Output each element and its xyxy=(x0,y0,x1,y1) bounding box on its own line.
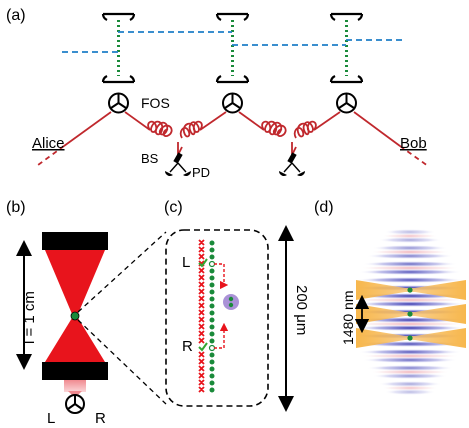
fos-icon xyxy=(336,92,357,114)
beam-splitter xyxy=(173,152,183,164)
fos-icon xyxy=(222,92,243,114)
length-label: l = 1 cm xyxy=(21,291,38,344)
transport-arrows xyxy=(214,263,239,349)
fiber-network xyxy=(37,111,429,167)
empty-site-crosses xyxy=(198,239,205,393)
cavity-side-view xyxy=(42,232,108,414)
fiber-to-bob-dashed xyxy=(399,145,429,167)
cavity-mirror-bottom xyxy=(215,75,250,84)
detector-path xyxy=(283,162,293,173)
panel-label-a: (a) xyxy=(6,7,26,24)
atom-column-occupied xyxy=(208,240,216,393)
beam-splitter-detectors-1 xyxy=(165,152,191,176)
fiber xyxy=(124,111,151,131)
zoom-line xyxy=(77,319,167,405)
spacing-label: 1480 nm xyxy=(340,291,356,345)
fiber-spool xyxy=(147,120,173,137)
label-l-bottom: L xyxy=(47,410,55,427)
atom xyxy=(228,302,234,308)
cavity-mirror-top xyxy=(215,12,250,21)
atom xyxy=(407,311,413,317)
fiber-spool xyxy=(293,120,317,139)
output-beam xyxy=(64,380,86,392)
cavity-mirror-bottom xyxy=(329,75,364,84)
fiber-spool xyxy=(261,120,287,137)
cavity-mode-upper xyxy=(45,250,105,314)
fos-icon xyxy=(108,92,129,114)
cavity-3 xyxy=(329,12,364,84)
fiber xyxy=(313,111,341,131)
bs-label: BS xyxy=(141,151,159,166)
panel-label-b: (b) xyxy=(6,199,26,216)
zoom-box xyxy=(165,229,269,407)
detector-path xyxy=(291,162,301,173)
photodetector-icon xyxy=(165,171,173,176)
detector-path xyxy=(169,162,179,173)
label-l-zoom: L xyxy=(182,254,190,271)
zoom-line xyxy=(77,231,167,313)
alice-label: Alice xyxy=(32,135,65,152)
photodetector-icon xyxy=(297,171,305,176)
panel-label-d: (d) xyxy=(314,199,334,216)
fos-label: FOS xyxy=(141,95,170,111)
fiber xyxy=(238,111,265,131)
photodetector-icon xyxy=(183,171,191,176)
panel-label-c: (c) xyxy=(164,199,183,216)
cavity-mirror-bottom xyxy=(42,362,108,380)
cavity-mirror-top xyxy=(101,12,136,21)
label-r-zoom: R xyxy=(182,338,193,355)
trapped-atoms xyxy=(407,287,413,341)
fiber-optic-switches xyxy=(108,92,357,114)
interaction-region xyxy=(223,294,239,310)
fiber-spool xyxy=(179,120,203,139)
beam-splitter xyxy=(287,152,297,164)
photodetector-icon xyxy=(279,171,287,176)
fiber-to-alice xyxy=(63,111,112,147)
cavity-2 xyxy=(215,12,250,84)
atom-ensemble xyxy=(70,311,80,321)
label-r-bottom: R xyxy=(95,410,106,427)
cavity-mode-lower xyxy=(45,318,105,362)
atom xyxy=(407,335,413,341)
cavity-mirror-bottom xyxy=(101,75,136,84)
detector-icon xyxy=(65,394,85,414)
atom xyxy=(407,287,413,293)
bob-label: Bob xyxy=(400,135,427,152)
move-arrow-down xyxy=(214,263,229,290)
check-icon xyxy=(198,258,208,268)
cavity-mirror-top xyxy=(42,232,108,250)
cavity-mirror-top xyxy=(329,12,364,21)
cavity-1 xyxy=(101,12,136,84)
move-arrow-up xyxy=(214,322,229,349)
pd-label: PD xyxy=(192,165,210,180)
fiber-to-bob xyxy=(353,111,401,147)
beam-splitter-detectors-2 xyxy=(279,152,305,176)
trap-site-column xyxy=(198,239,208,393)
fiber xyxy=(199,111,227,131)
detector-path xyxy=(177,162,187,173)
atom xyxy=(228,296,234,302)
scale-label: 200 μm xyxy=(293,285,310,335)
check-icon xyxy=(198,342,208,352)
entanglement-links xyxy=(62,31,402,53)
